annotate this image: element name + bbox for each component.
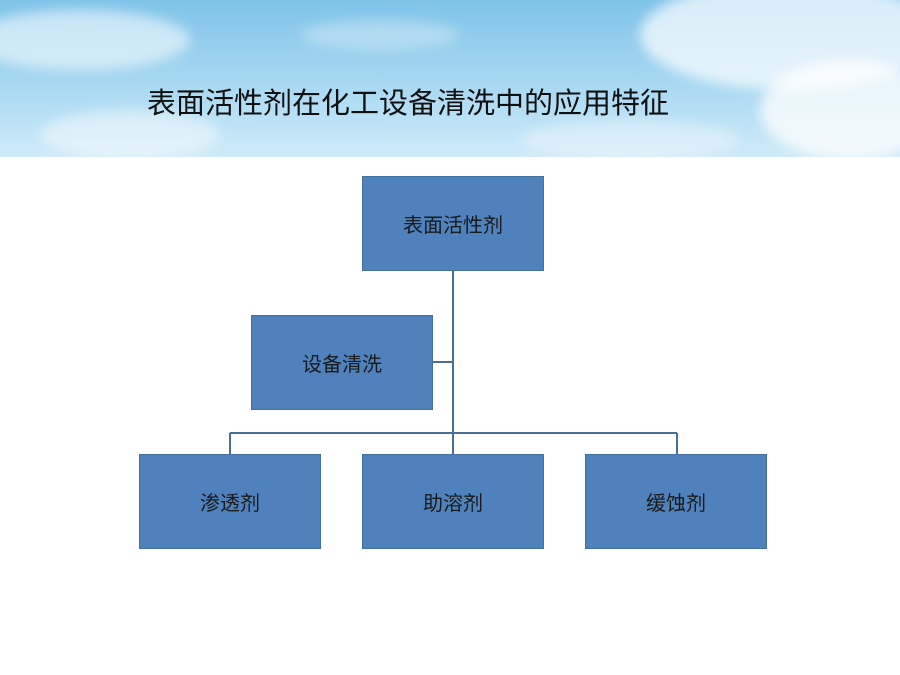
assistant-node: 设备清洗 [251, 315, 433, 410]
cloud-decoration [300, 20, 460, 50]
root-node-label: 表面活性剂 [403, 213, 503, 237]
child-node: 渗透剂 [139, 454, 321, 549]
cloud-decoration [0, 10, 190, 70]
child-node-label: 助溶剂 [423, 491, 483, 515]
cloud-decoration [760, 60, 900, 157]
child-node-label: 渗透剂 [200, 491, 260, 515]
cloud-decoration [520, 120, 740, 157]
child-node: 缓蚀剂 [585, 454, 767, 549]
assistant-node-label: 设备清洗 [302, 352, 382, 376]
child-node-label: 缓蚀剂 [646, 491, 706, 515]
cloud-decoration [40, 110, 220, 157]
child-node: 助溶剂 [362, 454, 544, 549]
slide-title: 表面活性剂在化工设备清洗中的应用特征 [147, 86, 670, 120]
header-banner [0, 0, 900, 157]
root-node: 表面活性剂 [362, 176, 544, 271]
